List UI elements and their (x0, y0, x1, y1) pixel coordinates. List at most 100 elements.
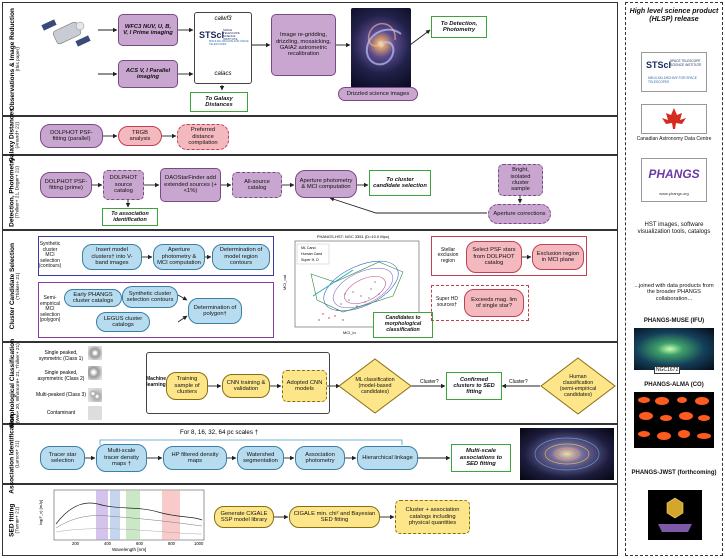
watershed-segmentation[interactable]: Watershed segmentation (237, 446, 284, 470)
aperture-photometry-mci[interactable]: Aperture photometry & MCI computation (295, 170, 357, 198)
sed-xtick-5: 1000 (194, 541, 204, 546)
phangs-jwst-label: PHANGS-JWST (forthcoming) (631, 470, 717, 476)
sed-xtick-1: 200 (72, 541, 79, 546)
stellar-exclusion-label: Stellar exclusion region (437, 246, 459, 264)
label-detection: Detection, Photometry(Thilker+ 21, Deger… (8, 157, 21, 228)
cigale-fitting[interactable]: CIGALE min. chi² and Bayesian SED fittin… (289, 506, 380, 528)
sed-xtick-2: 400 (104, 541, 111, 546)
synthetic-selection-contours[interactable]: Synthetic cluster selection contours (122, 286, 178, 308)
adopted-cnn-models[interactable]: Adopted CNN models (282, 370, 327, 402)
acs-parallel-imaging[interactable]: ACS V, I Parallel imaging (118, 60, 178, 88)
alma-maps-icon (638, 397, 711, 440)
hlsp-panel (625, 2, 723, 556)
early-phangs-catalogs[interactable]: Early PHANGS cluster catalogs (64, 289, 122, 307)
mci-legend-3: Super H, D (301, 258, 319, 262)
to-detection-photometry[interactable]: To Detection, Photometry (431, 16, 487, 38)
multiscale-to-sed[interactable]: Multi-scale associations to SED fitting (451, 444, 511, 472)
exclusion-region[interactable]: Exclusion region in MCI plane (532, 244, 584, 270)
aperture-mci-synthetic[interactable]: Aperture photometry & MCI computation (153, 244, 205, 270)
to-association-identification[interactable]: To association identification (102, 208, 158, 226)
select-psf-stars[interactable]: Select PSF stars from DOLPHOT catalog (466, 241, 522, 273)
legus-cluster-catalogs[interactable]: LEGUS cluster catalogs (96, 312, 150, 332)
cluster-association-catalogs[interactable]: Cluster + association catalogs including… (395, 500, 470, 534)
sed-xtick-3: 600 (136, 541, 143, 546)
cluster-question-2: Cluster? (509, 379, 528, 385)
cnn-training[interactable]: CNN training & validation (222, 374, 270, 398)
super-hd-group (431, 285, 529, 321)
stellar-exclusion-group (431, 236, 587, 276)
exceeds-mag-limit[interactable]: Exceeds mag. lim of single star? (464, 289, 524, 317)
generate-cigale-library[interactable]: Generate CIGALE SSP model library (214, 506, 274, 528)
wfc3-prime-imaging[interactable]: WFC3 NUV, U, B, V, I Prime imaging (118, 14, 178, 46)
training-sample[interactable]: Training sample of clusters (166, 372, 208, 400)
hlsp-title: High level science product (HLSP) releas… (629, 8, 719, 24)
confirmed-clusters[interactable]: Confirmed clusters to SED fitting (446, 372, 502, 400)
daostarfinder-box[interactable]: DAOStarFinder add extended sources (+ <1… (160, 168, 221, 202)
label-galaxy-distances: Galaxy Distances(Anand+ 21) (8, 108, 21, 163)
hp-filtered-maps[interactable]: HP filtered density maps (163, 446, 227, 470)
sed-plot-svg (53, 489, 205, 541)
mikulski-label: MIKULSKI ARCHIVE FOR SPACE TELESCOPES (209, 40, 249, 46)
hubble-icon (41, 19, 91, 47)
association-galaxy-image (520, 428, 614, 480)
determination-contours[interactable]: Determination of model region contours (212, 244, 270, 270)
class-label-1: Single peaked, symmetric (Class 1) (38, 350, 84, 362)
jwst-icon (658, 497, 692, 532)
phangs-wordmark: PHANGS (648, 167, 700, 181)
stsci-mast-logo[interactable]: STScI SPACE TELESCOPE SCIENCE INSTITUTE … (641, 52, 707, 92)
ml-classification-diamond[interactable] (338, 358, 412, 414)
trgb-analysis[interactable]: TRGB analysis (118, 126, 162, 146)
ml-classification-label: ML classification (model-based candidate… (355, 376, 395, 396)
scales-note: For 8, 16, 32, 64 pc scales † (180, 429, 259, 436)
class-2-thumbnail (88, 366, 102, 380)
jwst-image (648, 490, 702, 540)
sed-ylabel: log(F_ν) [mJy] (38, 499, 44, 526)
calibration-box: calwf3 STScI SPACE TELESCOPE SCIENCE INS… (194, 12, 252, 84)
semi-empirical-group (38, 282, 274, 338)
determination-polygon[interactable]: Determination of polygon† (188, 298, 242, 324)
mci-legend-2: Human Cand (301, 252, 323, 256)
drizzled-science-images[interactable]: Drizzled science images (338, 87, 418, 101)
label-morph: Morphological Classification(Wei+ 20, Wh… (8, 338, 21, 428)
stsci-sub: SPACE TELESCOPE SCIENCE INSTITUTE (223, 28, 240, 42)
mci-xlabel: MCI_in (343, 330, 356, 335)
muse-image (634, 328, 714, 370)
multiscale-density-maps[interactable]: Multi-scale tracer density maps † (96, 444, 147, 472)
side-stsci-sub: SPACE TELESCOPE SCIENCE INSTITUTE (670, 59, 702, 67)
super-hd-label: Super HD sources† (436, 296, 458, 308)
candidates-to-morph[interactable]: Candidates to morphological classificati… (373, 312, 433, 338)
stsci-label: STScI (199, 30, 225, 40)
human-classification-diamond[interactable] (540, 357, 616, 415)
regrid-drizzle-box[interactable]: Image re-gridding, drizzling, mosaicking… (271, 14, 336, 76)
bright-isolated-sample[interactable]: Bright, isolated cluster sample (498, 164, 543, 196)
mci-scatter-points (336, 281, 380, 311)
phangs-url: www.phangs.org (659, 191, 689, 196)
all-source-catalog[interactable]: All-source catalog (232, 172, 282, 198)
dolphot-parallel[interactable]: DOLPHOT PSF-fitting (parallel) (40, 124, 103, 148)
association-photometry[interactable]: Association photometry (295, 446, 345, 470)
synthetic-label: Synthetic cluster MCI selection (contour… (38, 241, 62, 270)
calacs-label: calacs (214, 71, 232, 77)
aperture-corrections[interactable]: Aperture corrections (488, 204, 551, 224)
sed-plot: log(F_ν) [mJy] 200 400 600 800 1000 Wave… (38, 488, 208, 554)
hierarchical-linkage[interactable]: Hierarchical linkage (357, 446, 418, 470)
mci-plot-title: PHANGS-HST: NGC 3351 (D=10.0 Mpc) (316, 234, 390, 239)
phangs-logo[interactable]: PHANGS www.phangs.org (641, 158, 707, 202)
dolphot-source-catalog[interactable]: DOLPHOT source catalog (103, 170, 144, 200)
tracer-star-selection[interactable]: Tracer star selection (40, 446, 85, 470)
class-label-2: Single peaked, asymmetric (Class 2) (37, 370, 85, 382)
insert-model-clusters[interactable]: Insert model clusters† into V-band image… (82, 244, 142, 270)
hst-products-text: HST images, software visualization tools… (637, 222, 711, 235)
class-label-3: Multi-peaked (Class 3) (35, 392, 87, 398)
ml-label: Machine learning (146, 376, 167, 388)
mci-legend-1: ML Cand (301, 246, 316, 250)
preferred-distance[interactable]: Preferred distance compilation (177, 124, 229, 150)
dolphot-prime[interactable]: DOLPHOT PSF-fitting (prime) (40, 172, 92, 198)
class-1-thumbnail (88, 346, 102, 360)
cadc-logo[interactable] (641, 104, 707, 134)
to-cluster-candidate-selection[interactable]: To cluster candidate selection (369, 170, 431, 196)
side-stsci-label: STScI (646, 60, 672, 70)
ml-group (146, 352, 330, 414)
to-galaxy-distances[interactable]: To Galaxy Distances (190, 92, 248, 112)
calwf3-label: calwf3 (214, 16, 232, 22)
